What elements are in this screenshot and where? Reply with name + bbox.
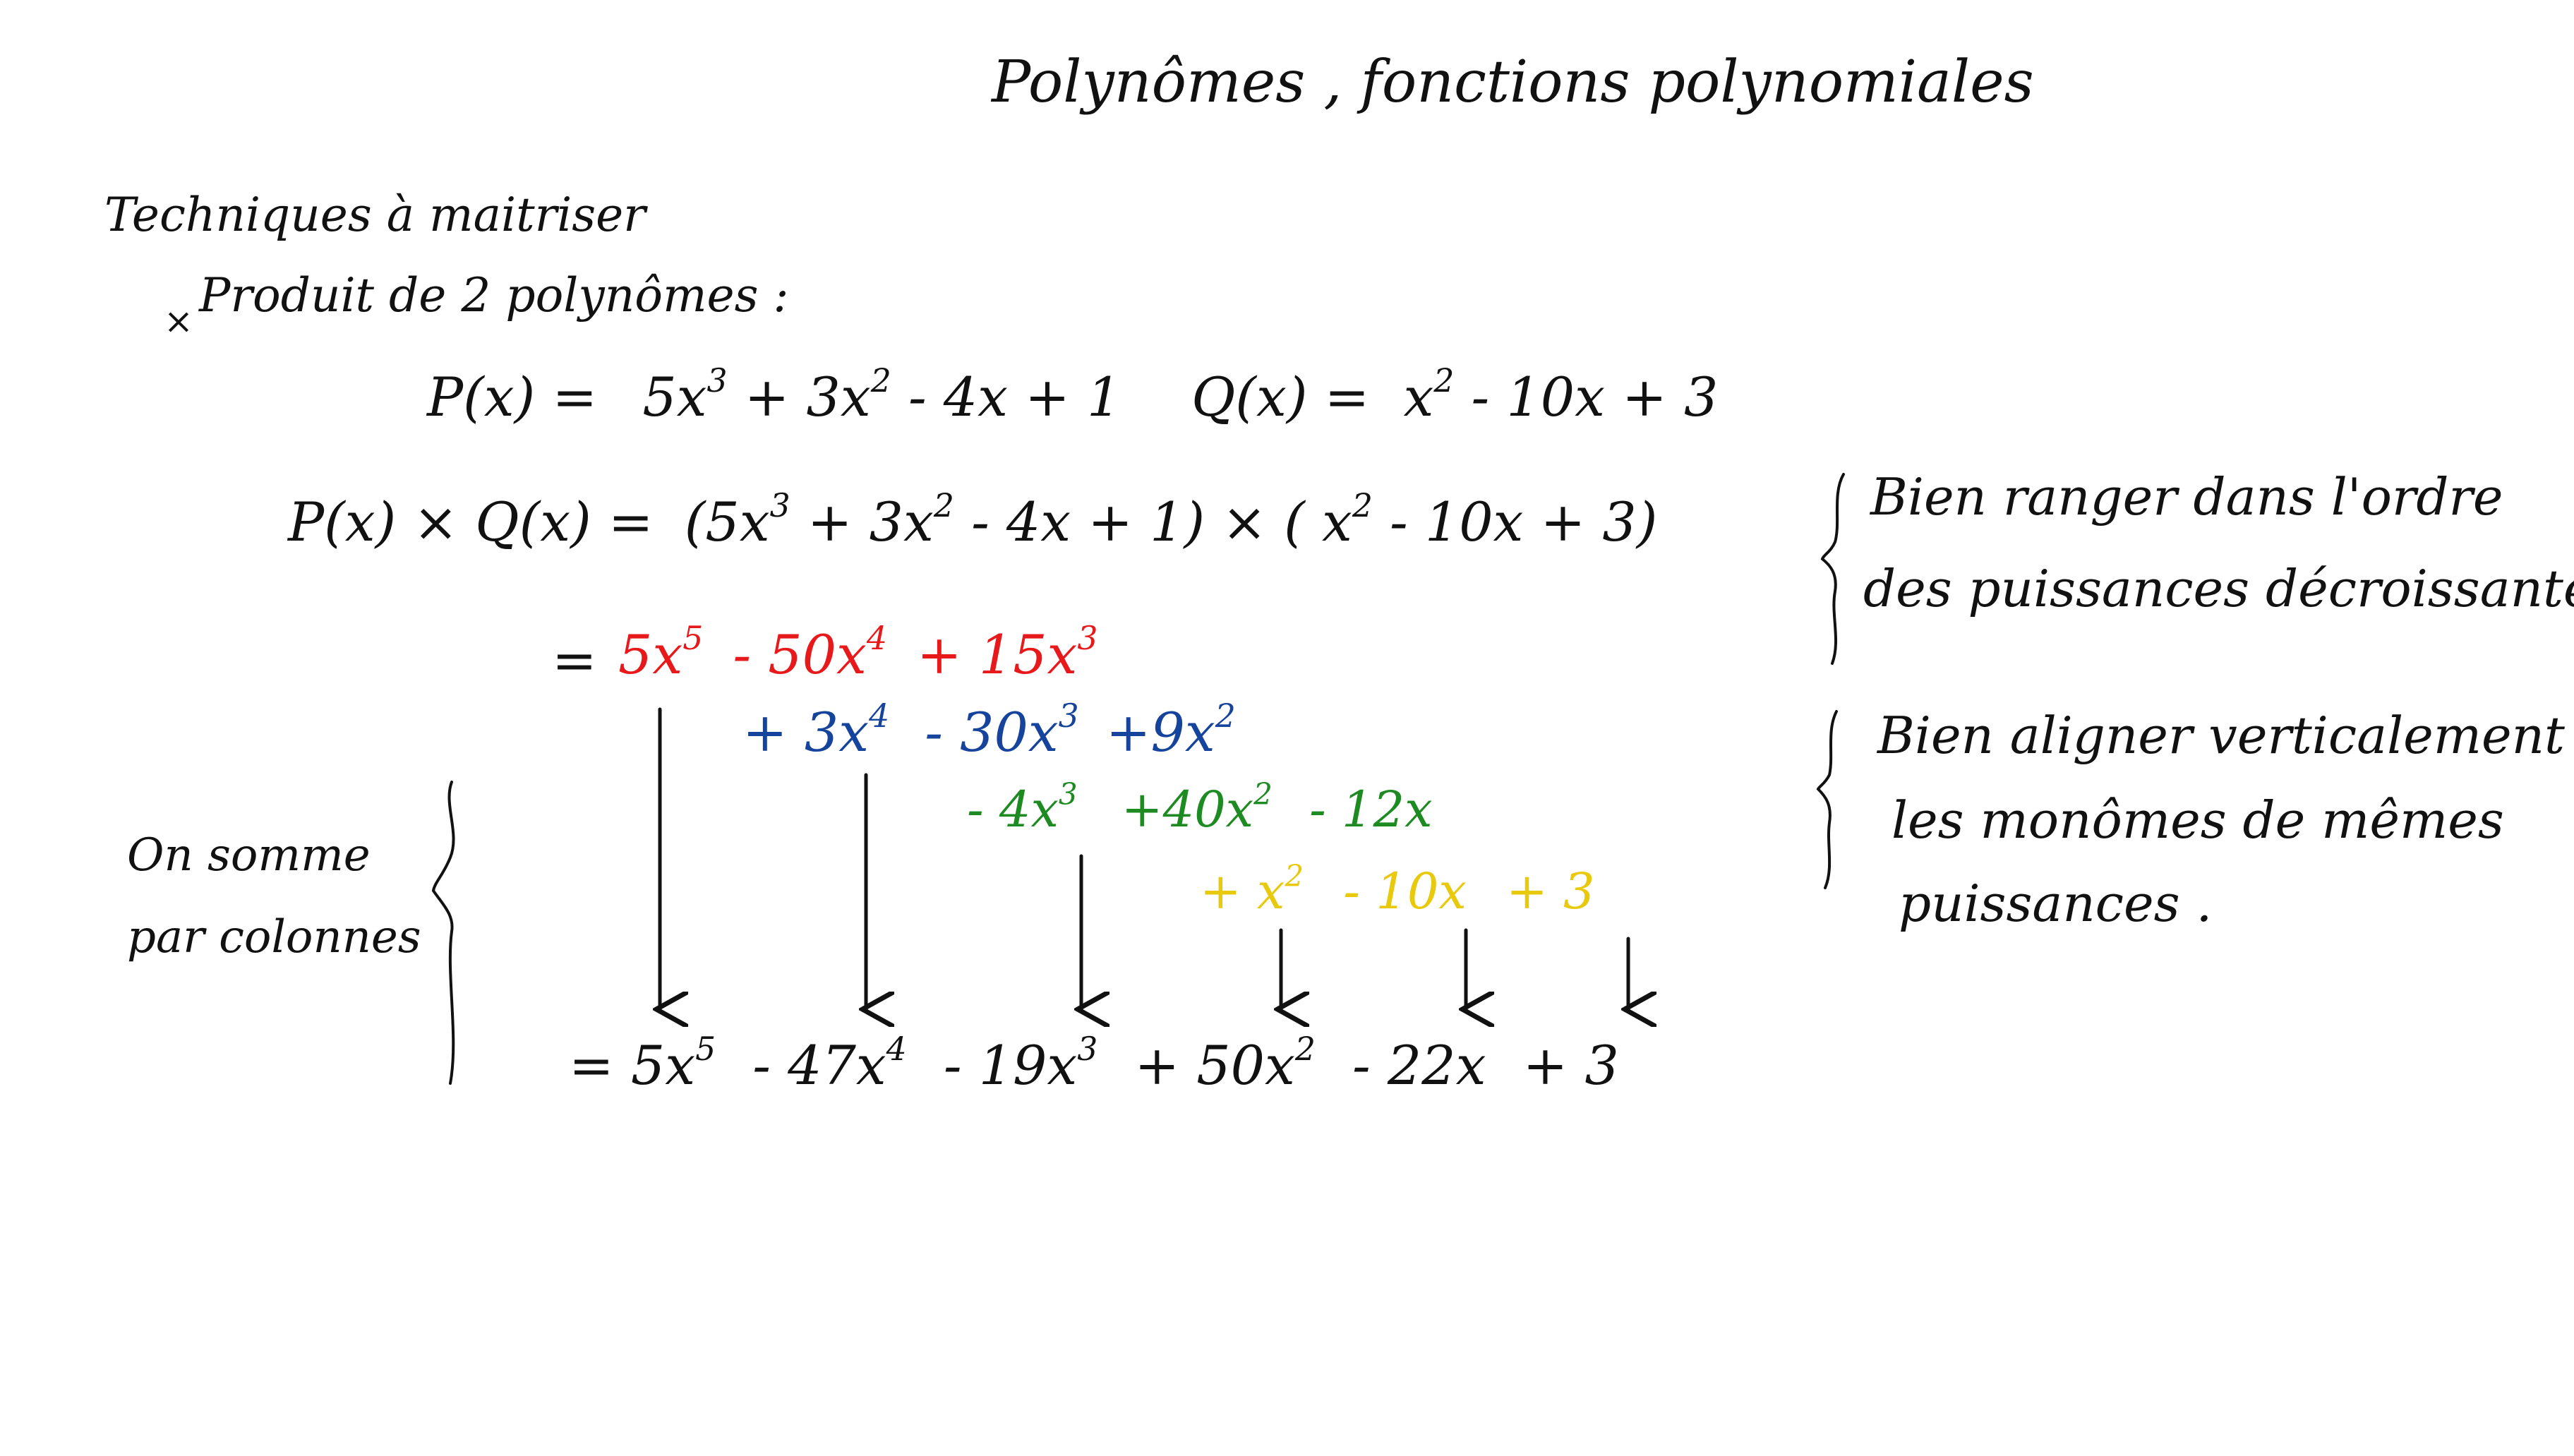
yellow-row: + x2 - 10x + 3 <box>1200 858 1595 920</box>
brace-note2 <box>1816 710 1838 889</box>
p-definition: P(x) = 5x3 + 3x2 - 4x + 1 <box>427 361 1121 428</box>
q-label: Q(x) = <box>1191 366 1370 428</box>
page-title: Polynômes , fonctions polynomiales <box>992 49 2034 116</box>
p-label: P(x) = <box>427 366 598 428</box>
brace-left <box>431 781 455 1085</box>
note2-line3: puissances . <box>1899 874 2213 933</box>
note1-line2: des puissances décroissantes. <box>1863 559 2574 618</box>
side-note-line1: On somme <box>127 829 371 882</box>
bullet-icon: × <box>164 301 193 342</box>
result-row: = 5x5 - 47x4 - 19x3 + 50x2 - 22x + 3 <box>569 1030 1619 1097</box>
product-lhs: P(x) × Q(x) = <box>288 491 654 553</box>
note2-line1: Bien aligner verticalement <box>1877 706 2565 765</box>
q-definition: Q(x) = x2 - 10x + 3 <box>1191 361 1719 428</box>
green-row: - 4x3 +40x2 - 12x <box>967 776 1433 838</box>
brace-note1 <box>1820 473 1845 665</box>
note1-line1: Bien ranger dans l'ordre <box>1870 467 2503 527</box>
blue-row: + 3x4 - 30x3 +9x2 <box>742 697 1236 764</box>
side-note-line2: par colonnes <box>127 911 421 963</box>
product-line: P(x) × Q(x) = (5x3 + 3x2 - 4x + 1) × ( x… <box>288 486 1658 553</box>
subheading: Produit de 2 polynômes : <box>199 268 789 323</box>
note2-line2: les monômes de mêmes <box>1892 790 2504 850</box>
red-row: 5x5 - 50x4 + 15x3 <box>618 619 1098 686</box>
equals-sign: = <box>552 629 597 692</box>
section-heading: Techniques à maitriser <box>104 188 646 242</box>
